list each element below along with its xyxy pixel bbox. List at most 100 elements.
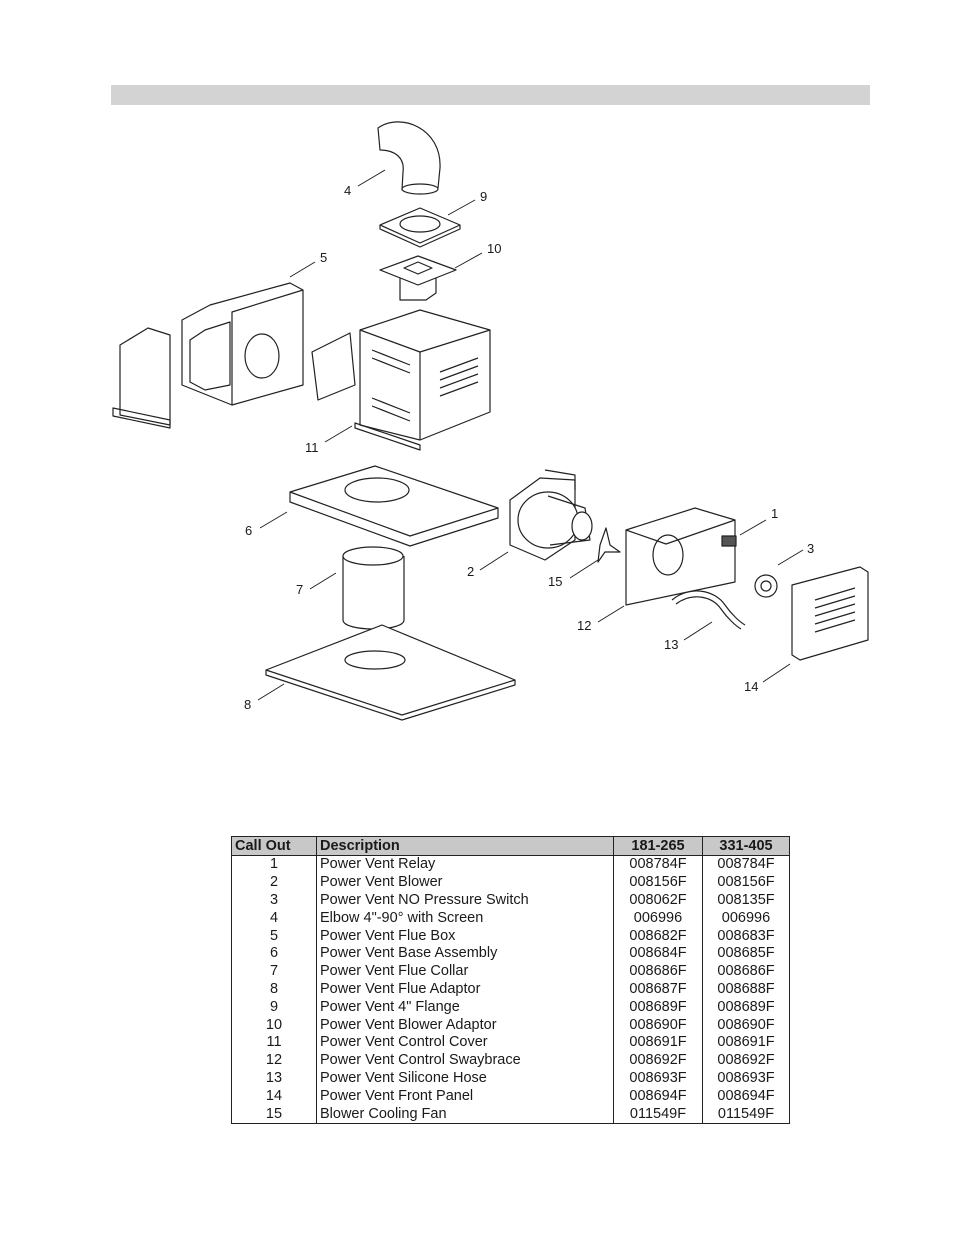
description-cell: Power Vent Flue Box [316,927,614,945]
leader-line-14 [762,663,791,683]
callout-3: 3 [807,541,814,556]
description-cell: Power Vent Relay [316,855,614,874]
callout-cell: 8 [231,980,317,999]
callout-4: 4 [344,183,351,198]
front-panel-part [791,566,869,661]
part-number-cell: 008683F [702,927,790,945]
part-number-cell: 008686F [613,962,703,981]
callout-cell: 15 [231,1105,317,1124]
leader-line-15 [569,559,599,579]
callout-15: 15 [548,574,562,589]
description-cell: Power Vent Blower Adaptor [316,1016,614,1034]
callout-cell: 12 [231,1051,317,1070]
callout-5: 5 [320,250,327,265]
leader-line-2 [479,551,509,571]
callout-2: 2 [467,564,474,579]
elbow-part [377,121,441,195]
part-number-cell: 008135F [702,891,790,910]
description-cell: Power Vent Control Cover [316,1033,614,1052]
leader-line-13 [683,621,713,641]
part-number-cell: 008685F [702,944,790,963]
leader-line-12 [597,605,625,623]
flue-box-part [112,282,304,429]
part-number-cell: 008692F [702,1051,790,1070]
flange-part [379,207,461,248]
control-swaybrace-part [625,507,736,606]
base-assembly-part [289,465,499,547]
leader-line-11 [324,425,353,443]
silicone-hose-part [671,590,746,630]
description-cell: Power Vent Flue Adaptor [316,980,614,999]
part-number-cell: 011549F [702,1105,790,1124]
leader-line-1 [739,519,767,536]
callout-9: 9 [480,189,487,204]
part-number-cell: 008784F [613,855,703,874]
part-number-cell: 008784F [702,855,790,874]
leader-line-10 [454,252,483,269]
callout-cell: 1 [231,855,317,874]
callout-cell: 7 [231,962,317,981]
pressure-switch-part [754,574,778,598]
leader-line-5 [289,261,316,278]
callout-1: 1 [771,506,778,521]
part-number-cell: 008693F [702,1069,790,1088]
description-cell: Elbow 4"-90° with Screen [316,909,614,928]
callout-8: 8 [244,697,251,712]
description-cell: Power Vent Control Swaybrace [316,1051,614,1070]
blower-part [509,469,593,561]
part-number-cell: 011549F [613,1105,703,1124]
callout-cell: 3 [231,891,317,910]
callout-12: 12 [577,618,591,633]
description-cell: Power Vent 4" Flange [316,998,614,1017]
part-number-cell: 008689F [702,998,790,1017]
callout-10: 10 [487,241,501,256]
callout-cell: 11 [231,1033,317,1052]
part-number-cell: 008693F [613,1069,703,1088]
exploded-parts-diagram: 4 9 10 5 11 6 7 8 2 15 12 1 3 13 14 [112,121,869,721]
callout-14: 14 [744,679,758,694]
part-number-cell: 008694F [702,1087,790,1106]
part-number-cell: 008687F [613,980,703,999]
table-header-row: Call Out Description 181-265 331-405 [231,836,790,856]
leader-line-3 [777,549,804,566]
part-number-cell: 008689F [613,998,703,1017]
part-number-cell: 008062F [613,891,703,910]
header-call-out: Call Out [231,836,317,856]
flue-adaptor-part [265,624,516,721]
description-cell: Power Vent Flue Collar [316,962,614,981]
leader-line-7 [309,572,337,590]
callout-7: 7 [296,582,303,597]
callout-cell: 13 [231,1069,317,1088]
part-number-cell: 008156F [613,873,703,892]
part-number-cell: 006996 [702,909,790,928]
part-number-cell: 008691F [613,1033,703,1052]
part-number-cell: 008694F [613,1087,703,1106]
description-cell: Blower Cooling Fan [316,1105,614,1124]
part-number-cell: 008684F [613,944,703,963]
description-cell: Power Vent NO Pressure Switch [316,891,614,910]
description-cell: Power Vent Silicone Hose [316,1069,614,1088]
blower-adaptor-part [379,255,457,301]
callout-cell: 4 [231,909,317,928]
part-number-cell: 006996 [613,909,703,928]
section-header-bar [111,85,870,105]
description-cell: Power Vent Blower [316,873,614,892]
callout-cell: 9 [231,998,317,1017]
cooling-fan-part [597,527,621,563]
callout-cell: 2 [231,873,317,892]
callout-13: 13 [664,637,678,652]
